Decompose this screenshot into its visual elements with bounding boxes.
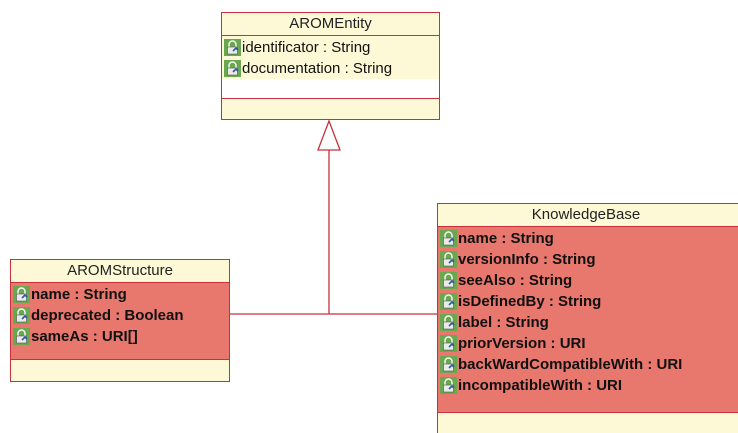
- attribute-text: label : String: [458, 314, 549, 331]
- attribute-row[interactable]: isDefinedBy : String: [438, 291, 738, 312]
- attribute-text: sameAs : URI[]: [31, 328, 138, 345]
- attribute-list: name : String versionInfo : String seeAl…: [438, 227, 738, 413]
- lock-attribute-icon: [224, 60, 241, 77]
- attribute-text: name : String: [458, 230, 554, 247]
- attribute-row[interactable]: incompatibleWith : URI: [438, 375, 738, 396]
- lock-attribute-icon: [440, 335, 457, 352]
- attribute-text: isDefinedBy : String: [458, 293, 602, 310]
- attribute-text: backWardCompatibleWith : URI: [458, 356, 683, 373]
- lock-attribute-icon: [13, 286, 30, 303]
- attribute-row[interactable]: name : String: [11, 284, 229, 305]
- attribute-text: priorVersion : URI: [458, 335, 586, 352]
- lock-attribute-icon: [440, 230, 457, 247]
- class-title: AROMStructure: [11, 260, 229, 283]
- class-title: AROMEntity: [222, 13, 439, 36]
- lock-attribute-icon: [440, 251, 457, 268]
- attribute-list: name : String deprecated : Boolean sameA…: [11, 283, 229, 361]
- class-operations-compartment: [438, 412, 738, 433]
- attribute-row[interactable]: backWardCompatibleWith : URI: [438, 354, 738, 375]
- attribute-text: documentation : String: [242, 60, 393, 77]
- lock-attribute-icon: [440, 314, 457, 331]
- attribute-text: identificator : String: [242, 39, 371, 56]
- lock-attribute-icon: [13, 328, 30, 345]
- lock-attribute-icon: [440, 377, 457, 394]
- attribute-text: incompatibleWith : URI: [458, 377, 623, 394]
- attribute-row[interactable]: identificator : String: [222, 37, 439, 58]
- attribute-row[interactable]: documentation : String: [222, 58, 439, 79]
- class-operations-compartment: [222, 98, 439, 119]
- inheritance-arrow-icon: [317, 119, 341, 151]
- attribute-row[interactable]: seeAlso : String: [438, 270, 738, 291]
- lock-attribute-icon: [440, 356, 457, 373]
- attribute-row[interactable]: priorVersion : URI: [438, 333, 738, 354]
- lock-attribute-icon: [13, 307, 30, 324]
- lock-attribute-icon: [440, 293, 457, 310]
- lock-attribute-icon: [440, 272, 457, 289]
- attribute-text: seeAlso : String: [458, 272, 573, 289]
- class-operations-compartment: [11, 359, 229, 381]
- attribute-row[interactable]: label : String: [438, 312, 738, 333]
- class-aromstructure[interactable]: AROMStructure name : String deprecated :…: [10, 259, 230, 382]
- attribute-row[interactable]: name : String: [438, 228, 738, 249]
- class-aromentity[interactable]: AROMEntity identificator : String docume…: [221, 12, 440, 120]
- lock-attribute-icon: [224, 39, 241, 56]
- class-knowledgebase[interactable]: KnowledgeBase name : String versionInfo …: [437, 203, 738, 433]
- attribute-list: identificator : String documentation : S…: [222, 36, 439, 79]
- attribute-text: versionInfo : String: [458, 251, 596, 268]
- attribute-row[interactable]: versionInfo : String: [438, 249, 738, 270]
- attribute-text: deprecated : Boolean: [31, 307, 184, 324]
- attribute-row[interactable]: deprecated : Boolean: [11, 305, 229, 326]
- attribute-text: name : String: [31, 286, 127, 303]
- attribute-row[interactable]: sameAs : URI[]: [11, 326, 229, 347]
- class-title: KnowledgeBase: [438, 204, 738, 227]
